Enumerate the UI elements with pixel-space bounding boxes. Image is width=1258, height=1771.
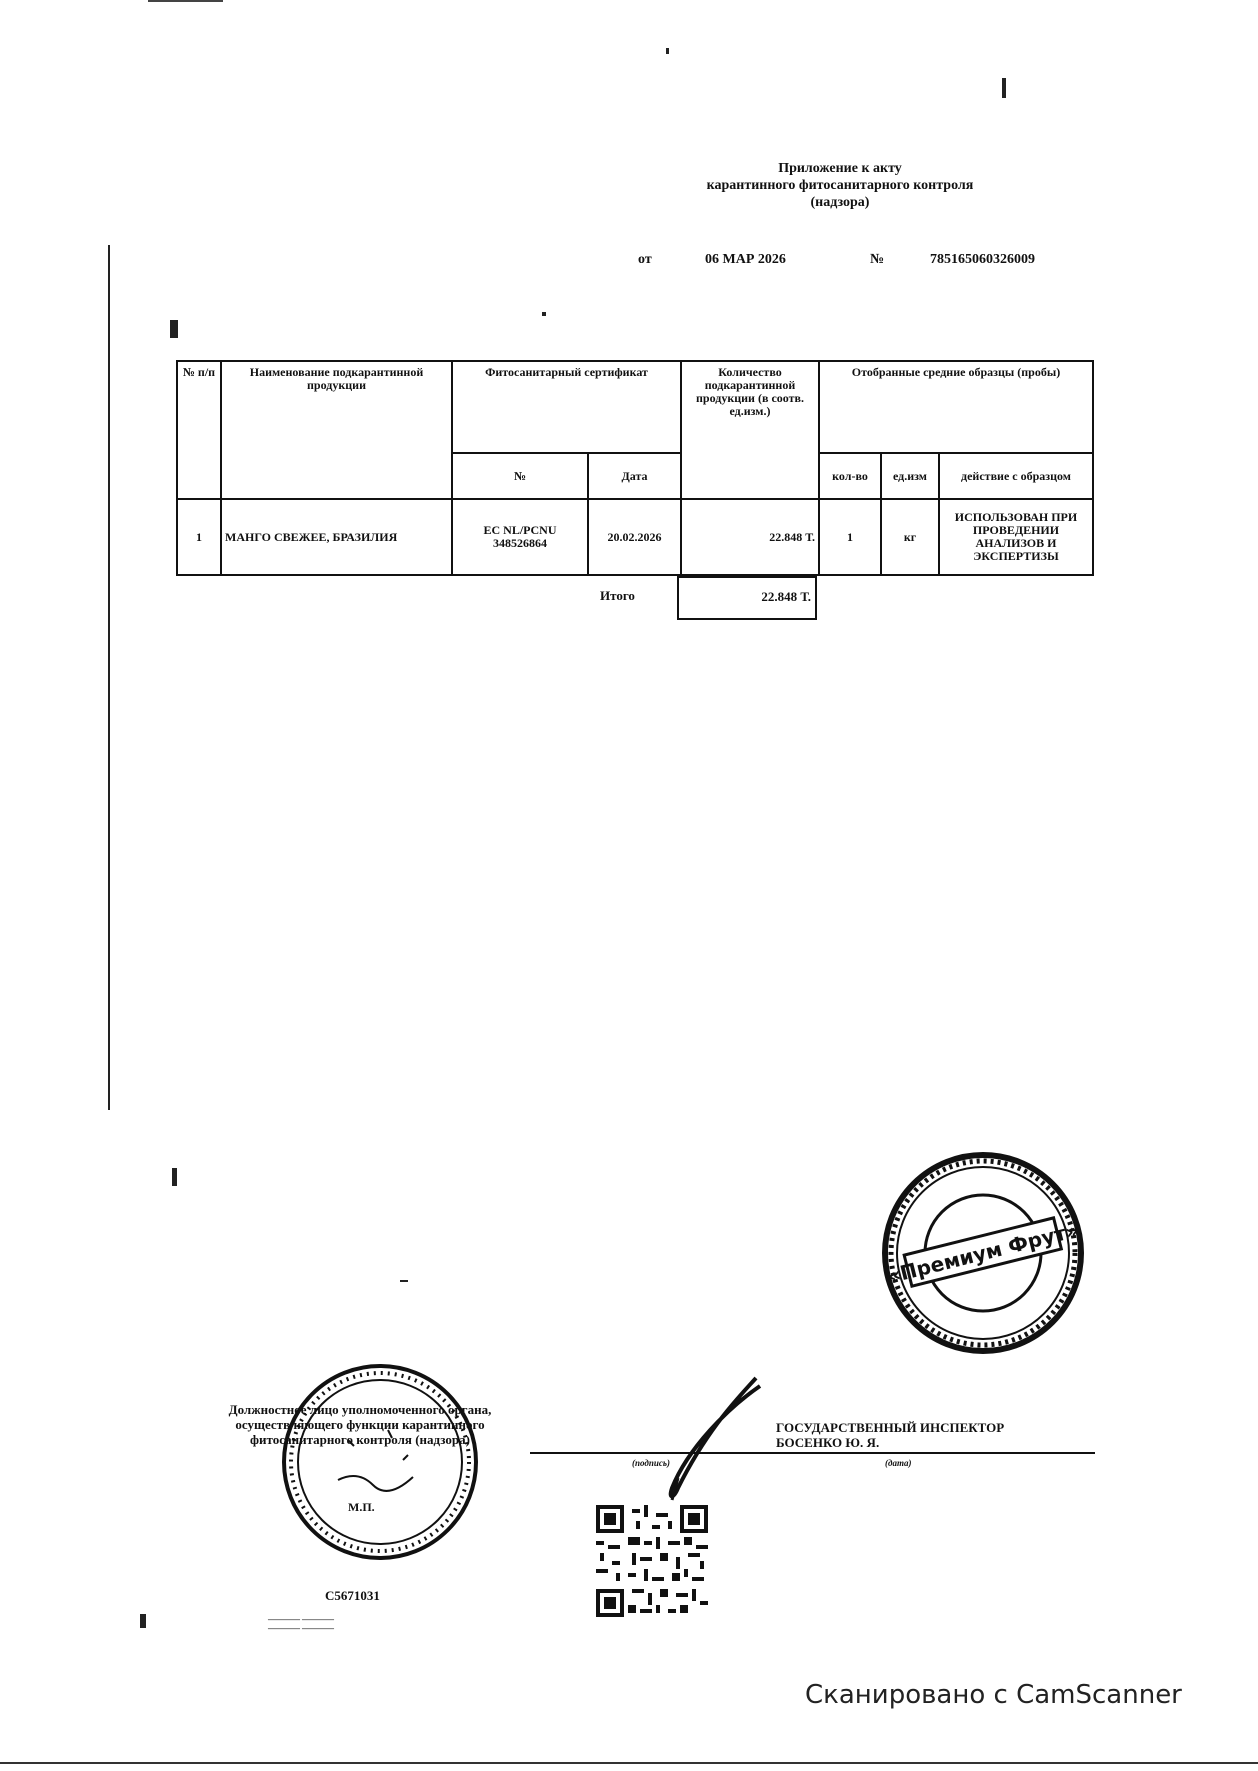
scan-edge-mark <box>148 0 223 2</box>
ref-number: 785165060326009 <box>930 252 1035 267</box>
company-stamp: «Премиум Фрут» <box>882 1152 1084 1354</box>
date-caption: (дата) <box>885 1458 912 1468</box>
scan-speck <box>542 312 546 316</box>
col-header-sample-unit: ед.изм <box>880 452 940 500</box>
seal-serial: С5671031 <box>325 1588 380 1603</box>
col-header-cert-no: № <box>451 452 589 500</box>
seal-footnote: ________ ________________ ________ <box>268 1612 334 1630</box>
header-line-1: Приложение к акту <box>778 161 902 176</box>
scan-bottom-edge <box>0 1762 1258 1764</box>
scan-speck <box>400 1280 408 1282</box>
inspector-name: БОСЕНКО Ю. Я. <box>776 1435 880 1450</box>
header-line-3: (надзора) <box>810 195 870 210</box>
col-header-cert-date: Дата <box>587 452 682 500</box>
col-header-sample-action: действие с образцом <box>938 452 1094 500</box>
signature-line <box>530 1452 1095 1454</box>
document-header: Приложение к акту карантинного фитосанит… <box>640 160 1040 211</box>
scan-speck <box>140 1614 146 1628</box>
col-header-qty: Количество подкарантинной продукции (в с… <box>680 360 820 500</box>
qr-code <box>596 1505 708 1617</box>
header-line-2: карантинного фитосанитарного контроля <box>706 178 974 193</box>
row-name: МАНГО СВЕЖЕЕ, БРАЗИЛИЯ <box>220 498 453 576</box>
row-cert-no: EC NL/PCNU 348526864 <box>451 498 589 576</box>
total-value: 22.848 Т. <box>677 576 817 620</box>
inspector-block: ГОСУДАРСТВЕННЫЙ ИНСПЕКТОР БОСЕНКО Ю. Я. <box>776 1420 1004 1450</box>
scan-speck <box>172 1168 177 1186</box>
samples-table: № п/п Наименование подкарантинной продук… <box>176 360 1094 576</box>
ref-number-label: № <box>870 252 885 267</box>
total-label: Итого <box>600 588 635 603</box>
row-sample-qty: 1 <box>818 498 882 576</box>
col-header-cert: Фитосанитарный сертификат <box>451 360 682 454</box>
seal-mp-label: М.П. <box>348 1500 375 1514</box>
scan-speck <box>666 48 669 54</box>
row-cert-date: 20.02.2026 <box>587 498 682 576</box>
scan-speck <box>1002 78 1006 98</box>
ref-date: 06 МАР 2026 <box>705 252 786 267</box>
handwritten-signature <box>668 1376 762 1501</box>
col-header-samples: Отобранные средние образцы (пробы) <box>818 360 1094 454</box>
scan-speck <box>170 320 178 338</box>
col-header-sample-qty: кол-во <box>818 452 882 500</box>
sign-caption: (подпись) <box>632 1458 670 1468</box>
row-num: 1 <box>176 498 222 576</box>
row-sample-action: ИСПОЛЬЗОВАН ПРИ ПРОВЕДЕНИИ АНАЛИЗОВ И ЭК… <box>938 498 1094 576</box>
row-qty: 22.848 Т. <box>680 498 820 576</box>
row-sample-unit: кг <box>880 498 940 576</box>
table-row: 1 МАНГО СВЕЖЕЕ, БРАЗИЛИЯ EC NL/PCNU 3485… <box>176 498 1094 576</box>
col-header-num: № п/п <box>176 360 222 500</box>
col-header-name: Наименование подкарантинной продукции <box>220 360 453 500</box>
camscanner-watermark: Сканировано с CamScanner <box>805 1680 1182 1710</box>
ref-from-label: от <box>638 252 652 267</box>
margin-rule <box>108 245 110 1110</box>
inspector-title: ГОСУДАРСТВЕННЫЙ ИНСПЕКТОР <box>776 1420 1005 1435</box>
official-seal <box>282 1364 478 1560</box>
official-caption: Должностное лицо уполномоченного органа,… <box>228 1402 492 1447</box>
